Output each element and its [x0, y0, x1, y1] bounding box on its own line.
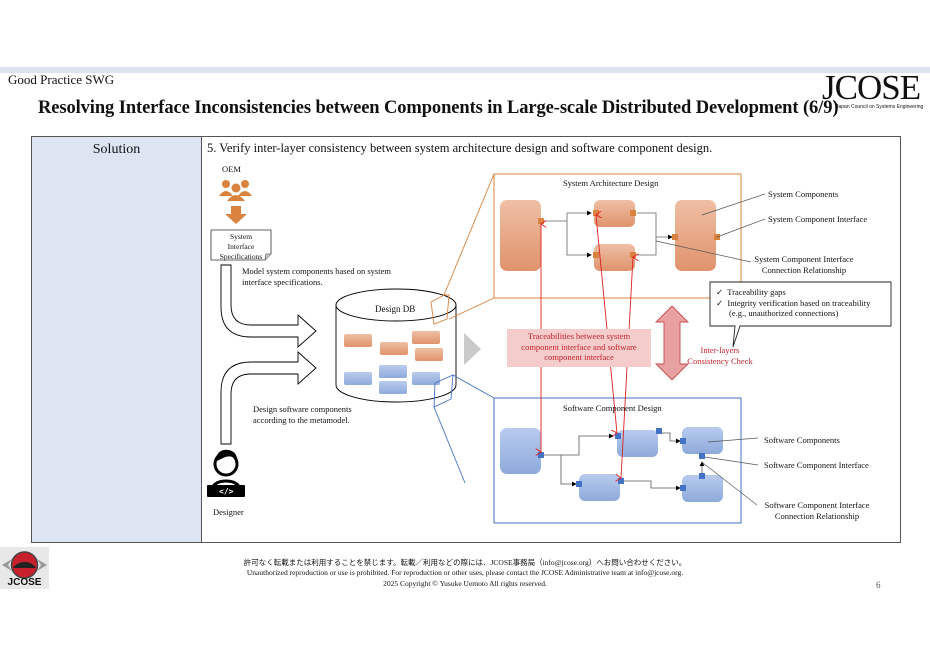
spec-document-icon: [210, 229, 272, 261]
callout-line: Connection Relationship: [761, 264, 847, 275]
trace-line: component interface and software: [521, 341, 637, 352]
trace-line: component interface: [544, 352, 614, 363]
top-band: [0, 67, 930, 73]
consistency-check-arrow: [654, 305, 690, 381]
solution-label: Solution: [92, 142, 141, 157]
traceability-box: Traceabilities between system component …: [507, 329, 651, 367]
footer-copyright: 2025 Copyright © Yusuke Uemoto All right…: [383, 579, 547, 588]
check-icon: ✓: [716, 287, 724, 297]
solution-heading: 5. Verify inter-layer consistency betwee…: [207, 141, 713, 155]
callout-line: Software Component Interface: [764, 500, 870, 510]
down-arrow-icon: [225, 206, 247, 224]
callout-system-interface: System Component Interface: [768, 214, 868, 224]
footer-jp: 許可なく転載または利用することを禁じます。転載／利用などの際には、JCOSE事務…: [243, 558, 687, 567]
callout-line: Connection Relationship: [774, 510, 860, 521]
design-db-icon: [335, 288, 457, 403]
check-icon: ✓: [716, 297, 724, 308]
check-item: ✓ Traceability gaps: [716, 287, 786, 297]
design-flow-arrow: [220, 350, 317, 445]
spec-document-label: System Interface Specifications: [211, 232, 271, 262]
model-flow-arrow: [220, 264, 317, 349]
consistency-line: Consistency Check: [687, 355, 753, 366]
callout-software-interface: Software Component Interface: [764, 460, 869, 470]
check-item: ✓ Integrity verification based on tracea…: [716, 297, 871, 308]
page-number: 6: [876, 580, 881, 590]
car-emblem-icon: [2, 551, 47, 579]
design-db-label: Design DB: [375, 304, 416, 314]
spec-line: Specifications: [219, 252, 263, 262]
callout-system-components: System Components: [768, 189, 839, 199]
spec-line: Interface: [227, 242, 255, 252]
check-list: ✓ Traceability gaps ✓ Integrity verifica…: [716, 287, 870, 319]
consistency-line: Inter-layers: [700, 345, 740, 355]
footer-en: Unauthorized reproduction or use is proh…: [246, 568, 684, 577]
callout-software-connection: Software Component Interface Connection …: [762, 500, 872, 521]
check-callout: [709, 281, 892, 348]
corner-logo-text: JCOSE: [7, 577, 42, 588]
spec-line: System: [229, 232, 253, 241]
check-item-note: (e.g., unauthorized connections): [729, 308, 839, 319]
design-line: Design software components: [253, 404, 352, 414]
logo-text: JCOSE: [822, 68, 921, 107]
label-cell: Solution: [32, 137, 202, 542]
design-line: according to the metamodel.: [253, 414, 350, 425]
page-title: Resolving Interface Inconsistencies betw…: [38, 98, 839, 118]
oem-label: OEM: [222, 164, 241, 174]
model-line: Model system components based on system: [242, 266, 391, 276]
callout-system-connection: System Component Interface Connection Re…: [742, 254, 866, 275]
designer-icon: [207, 449, 245, 497]
jcose-corner-logo: JCOSE: [0, 547, 49, 589]
consistency-label: Inter-layers Consistency Check: [680, 345, 760, 366]
sys-arch-title: System Architecture Design: [563, 178, 659, 188]
callout-software-components: Software Components: [764, 435, 840, 445]
content-table: Solution: [31, 136, 901, 543]
gray-triangle-icon: [464, 333, 481, 365]
logo-subtitle: Japan Council on Systems Engineering: [836, 104, 924, 110]
design-sw-description: Design software components according to …: [253, 404, 352, 425]
oem-people-icon: [219, 180, 252, 201]
trace-line: Traceabilities between system: [527, 331, 631, 341]
jcose-logo: JCOSE Japan Council on Systems Engineeri…: [818, 68, 928, 114]
model-line: interface specifications.: [242, 276, 323, 287]
callout-line: System Component Interface: [754, 254, 854, 264]
code-glyph: </>: [219, 487, 234, 496]
group-label: Good Practice SWG: [8, 72, 115, 87]
designer-label: Designer: [213, 507, 244, 517]
sw-comp-title: Software Component Design: [563, 403, 662, 413]
model-description: Model system components based on system …: [242, 266, 391, 287]
